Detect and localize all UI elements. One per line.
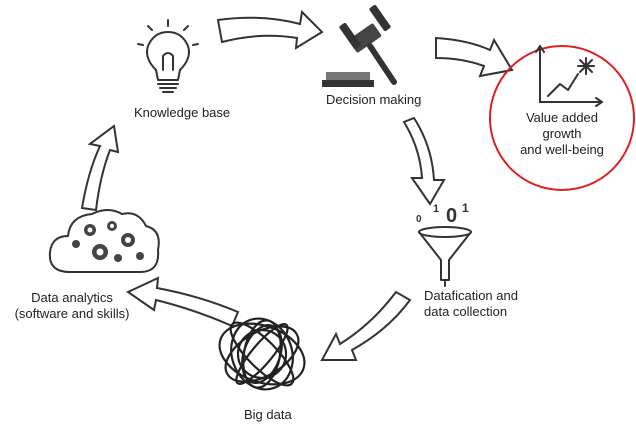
label-value-added-line1: Value added: [525, 110, 599, 125]
arrow-analytics-to-knowledge: [80, 124, 120, 212]
label-datafication-line2: data collection: [424, 304, 508, 319]
binary-digit: 1: [433, 203, 439, 215]
label-value-added-line2: growth: [542, 126, 582, 141]
arrow-bigdata-to-analytics: [125, 276, 240, 328]
sparkle-icon: [577, 57, 595, 75]
highlight-circle: [489, 45, 635, 191]
arrow-datafication-to-bigdata: [320, 290, 412, 361]
binary-digit: 1: [462, 201, 469, 215]
lightbulb-icon: [137, 19, 199, 93]
growth-chart-icon: [535, 45, 603, 107]
label-value-added-line3: and well-being: [520, 142, 604, 157]
label-datafication-line1: Datafication and: [424, 288, 518, 303]
label-knowledge-base: Knowledge base: [134, 105, 231, 120]
label-data-analytics-line1: Data analytics: [31, 290, 113, 305]
data-tangle-icon: [218, 317, 306, 391]
binary-digits: 0 1 0 1: [416, 201, 469, 227]
arrow-knowledge-to-decision: [216, 9, 324, 50]
label-datafication: Datafication and data collection: [424, 288, 518, 320]
arrow-decision-to-value: [435, 36, 514, 78]
label-data-analytics: Data analytics (software and skills): [2, 290, 142, 322]
binary-digit: 0: [446, 205, 457, 227]
arrow-decision-to-datafication: [402, 116, 446, 206]
label-data-analytics-line2: (software and skills): [14, 306, 130, 321]
label-big-data: Big data: [244, 407, 292, 422]
gavel-icon: [322, 5, 397, 87]
funnel-icon: [418, 226, 472, 287]
label-value-added: Value added growth and well-being: [510, 110, 614, 158]
binary-digit: 0: [416, 214, 422, 225]
label-decision-making: Decision making: [326, 92, 422, 107]
gears-cloud-icon: [48, 209, 160, 273]
